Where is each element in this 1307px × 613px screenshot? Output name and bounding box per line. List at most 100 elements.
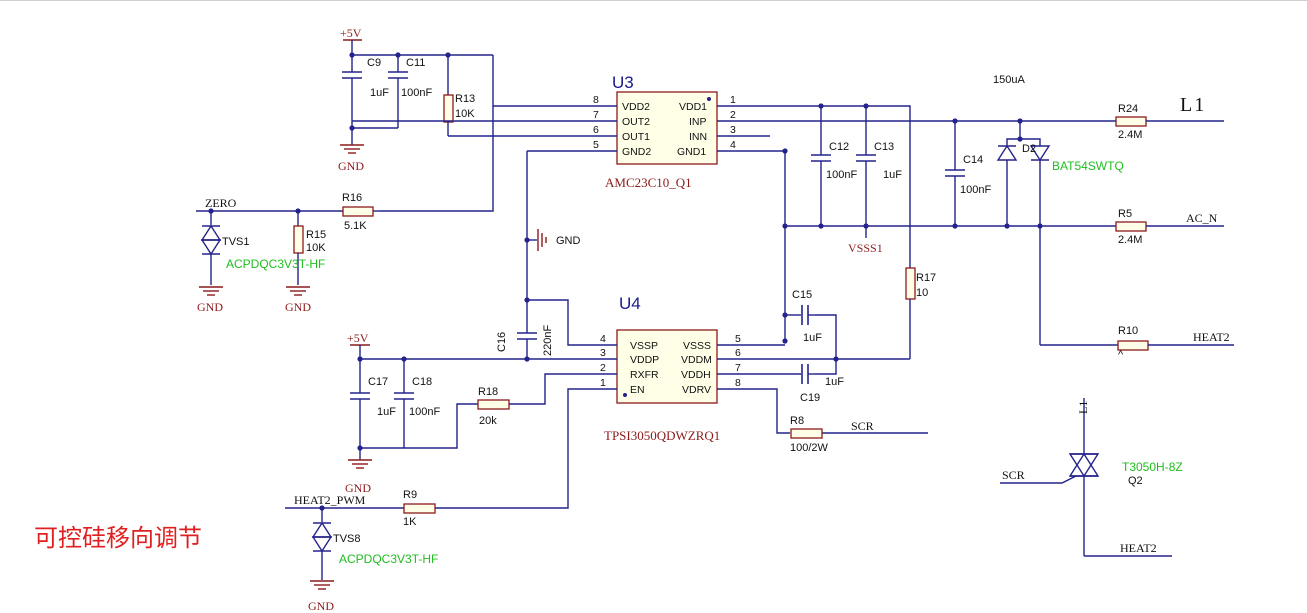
current-note: 150uA [993, 74, 1025, 86]
u4-pin8-name: VDRV [682, 384, 711, 396]
c9-value: 1uF [370, 87, 389, 99]
u4-pin7-num: 7 [735, 362, 741, 374]
gnd-label-bottom: GND [345, 481, 371, 495]
c15-capacitor: C15 1uF [792, 289, 822, 344]
tvs1-diode: TVS1 ACPDQC3V3T-HF [200, 211, 325, 285]
r16-value: 5.1K [344, 220, 367, 232]
u3-pin7-name: OUT2 [622, 116, 650, 128]
r13-ref: R13 [455, 93, 475, 105]
ac-n-label: AC_N [1186, 211, 1218, 225]
c11-capacitor: C11 100nF [388, 55, 432, 128]
c13-ref: C13 [874, 141, 894, 153]
r9-ref: R9 [403, 489, 417, 501]
u3-pin7-num: 7 [593, 109, 599, 121]
c16-capacitor: C16 220nF [496, 320, 554, 359]
u3-pin6-num: 6 [593, 124, 599, 136]
c19-capacitor: C19 1uF [800, 364, 844, 404]
u4-pin5-num: 5 [735, 333, 741, 345]
r5-value: 2.4M [1118, 234, 1142, 246]
u3-pin6-name: OUT1 [622, 131, 650, 143]
r18-resistor: R18 20k [404, 386, 510, 449]
r5-resistor: R5 2.4M AC_N [1115, 208, 1224, 246]
u4-pin4-name: VSSP [630, 340, 658, 352]
gnd-symbol-tvs1: GND [197, 286, 223, 314]
u3-left-wiring [352, 55, 587, 320]
r16-resistor: R16 5.1K [342, 192, 380, 232]
scr-q2-label: SCR [1002, 468, 1025, 482]
r17-ref: R17 [916, 272, 936, 284]
r9-value: 1K [403, 516, 417, 528]
u3-pin8-num: 8 [593, 94, 599, 106]
c13-capacitor: C13 1uF [856, 106, 902, 226]
bottom-supply: +5V C17 1uF C18 100nF GND [345, 331, 440, 495]
r10-ref: R10 [1118, 325, 1138, 337]
c17-ref: C17 [368, 376, 388, 388]
q2-triac: L1 Q2 T3050H-8Z SCR HEAT2 [1000, 398, 1183, 557]
u4-pin3-num: 3 [600, 347, 606, 359]
u3-pin5-name: GND2 [622, 146, 651, 158]
u4-pin8-num: 8 [735, 377, 741, 389]
d2-ref: D2 [1022, 143, 1036, 155]
zero-label: ZERO [205, 196, 237, 210]
c11-ref: C11 [406, 57, 425, 69]
r8-value: 100/2W [790, 442, 829, 454]
u3-pin4-num: 4 [730, 139, 736, 151]
c15-ref: C15 [792, 289, 812, 301]
c9-ref: C9 [367, 57, 381, 69]
vcc-top-label: +5V [340, 26, 362, 40]
r15-resistor: R15 10K [293, 211, 326, 285]
r10-value: ^ [1118, 349, 1124, 361]
r5-ref: R5 [1118, 208, 1132, 220]
r24-resistor: R24 2.4M L1 [1115, 94, 1224, 141]
u3-pin4-name: GND1 [677, 146, 706, 158]
r24-ref: R24 [1118, 103, 1138, 115]
u3-pin1-num: 1 [730, 94, 736, 106]
c18-value: 100nF [409, 406, 440, 418]
u3-pin5-num: 5 [593, 139, 599, 151]
d2-diode-pair: D2 BAT54SWTQ [996, 121, 1124, 345]
u4-pin7-name: VDDH [681, 369, 711, 381]
u3-chip: U3 AMC23C10_Q1 8 7 6 5 VDD2 OUT2 OUT1 GN… [587, 73, 747, 190]
top-supply: +5V C9 1uF C11 100nF [338, 26, 493, 173]
c11-value: 100nF [401, 87, 432, 99]
gnd-label-tvs1: GND [197, 300, 223, 314]
u4-part: TPSI3050QDWZRQ1 [604, 428, 720, 443]
page-title: 可控硅移向调节 [34, 524, 202, 552]
u4-pin3-name: VDDP [630, 354, 659, 366]
c18-capacitor: C18 100nF [394, 359, 440, 448]
r8-ref: R8 [790, 415, 804, 427]
gnd-label-tvs8: GND [308, 599, 334, 613]
gnd-symbol-top: GND [338, 128, 364, 173]
q2-part: T3050H-8Z [1122, 460, 1183, 474]
u4-pin5-name: VSSS [683, 340, 711, 352]
c19-value: 1uF [825, 376, 844, 388]
zero-net: ZERO R16 5.1K R15 10K TVS1 ACPDQC3V3T-HF [196, 192, 380, 314]
u3-pin1-name: VDD1 [679, 101, 707, 113]
heat2-q2-label: HEAT2 [1120, 541, 1157, 555]
r10-resistor: R10 ^ HEAT2 [1040, 325, 1234, 361]
gnd-label-top: GND [338, 159, 364, 173]
heat2-r10-label: HEAT2 [1193, 330, 1230, 344]
gnd-symbol-bottom: GND [345, 448, 372, 495]
scr-r8-label: SCR [851, 419, 874, 433]
u4-pin4-num: 4 [600, 333, 606, 345]
u4-ref: U4 [619, 294, 641, 313]
u4-chip: U4 TPSI3050QDWZRQ1 4 3 2 1 VSSP VDDP RXF… [587, 294, 747, 443]
vsss-label: VSSS1 [848, 241, 883, 255]
u4-right-wiring [747, 312, 928, 434]
r15-ref: R15 [306, 229, 326, 241]
u3-pin2-num: 2 [730, 109, 736, 121]
r17-resistor: R17 10 [905, 267, 936, 359]
gnd-symbol-tvs8: GND [308, 580, 334, 613]
gnd-label-mid: GND [556, 235, 581, 247]
vcc-bottom-label: +5V [347, 331, 369, 345]
c19-ref: C19 [800, 392, 820, 404]
c14-capacitor: C14 100nF [945, 121, 991, 226]
u3-pin8-name: VDD2 [622, 101, 650, 113]
c12-value: 100nF [826, 169, 857, 181]
r24-value: 2.4M [1118, 129, 1142, 141]
tvs8-diode: TVS8 ACPDQC3V3T-HF [311, 508, 438, 580]
l1-q2-label: L1 [1076, 401, 1090, 414]
c18-ref: C18 [412, 376, 432, 388]
